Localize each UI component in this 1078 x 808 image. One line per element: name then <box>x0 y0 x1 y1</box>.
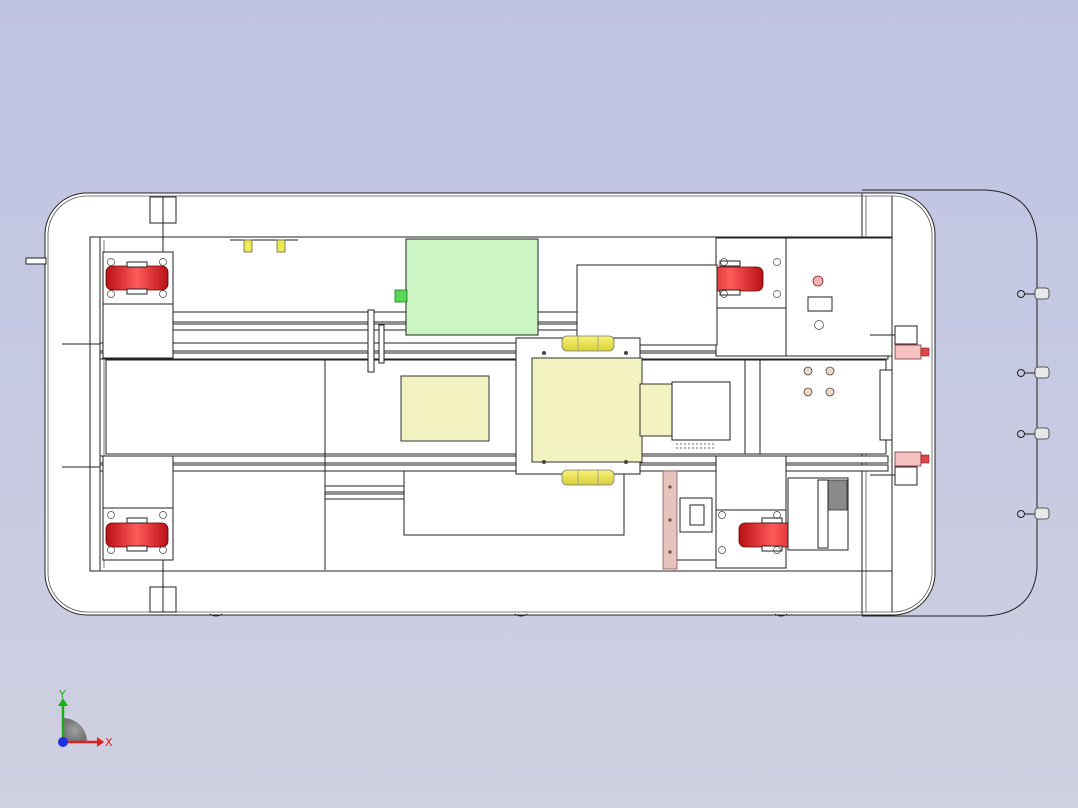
drive-unit[interactable] <box>515 335 731 486</box>
bumper-bolt <box>1017 366 1050 379</box>
y-axis-label: Y <box>58 688 66 701</box>
x-axis-label: X <box>105 736 113 749</box>
wheel-module-rear-left[interactable] <box>102 251 174 359</box>
connector-pins-top <box>230 239 298 253</box>
bumper-bolt <box>1017 427 1050 440</box>
front-connector-upper[interactable] <box>870 325 930 360</box>
mount-bracket-top[interactable] <box>149 196 177 252</box>
wheel-module-front-right[interactable] <box>715 455 808 569</box>
linkage-plate[interactable] <box>662 470 716 570</box>
sensor-bay[interactable] <box>785 237 893 441</box>
bumper-bolt <box>1017 287 1050 300</box>
bumper-bolts <box>1017 287 1050 520</box>
front-connector-lower[interactable] <box>870 451 930 486</box>
z-axis-dot <box>58 737 68 747</box>
coordinate-triad[interactable]: X Y <box>58 688 113 749</box>
battery-plate-left[interactable] <box>400 375 490 442</box>
mount-bracket-bottom[interactable] <box>149 560 177 613</box>
upright-post <box>367 309 385 373</box>
gray-module[interactable] <box>787 477 849 551</box>
panel-upper-right[interactable] <box>576 264 718 346</box>
bumper-bolt <box>1017 507 1050 520</box>
controller-box-green[interactable] <box>394 238 539 336</box>
wheel-module-front-left[interactable] <box>102 455 174 561</box>
